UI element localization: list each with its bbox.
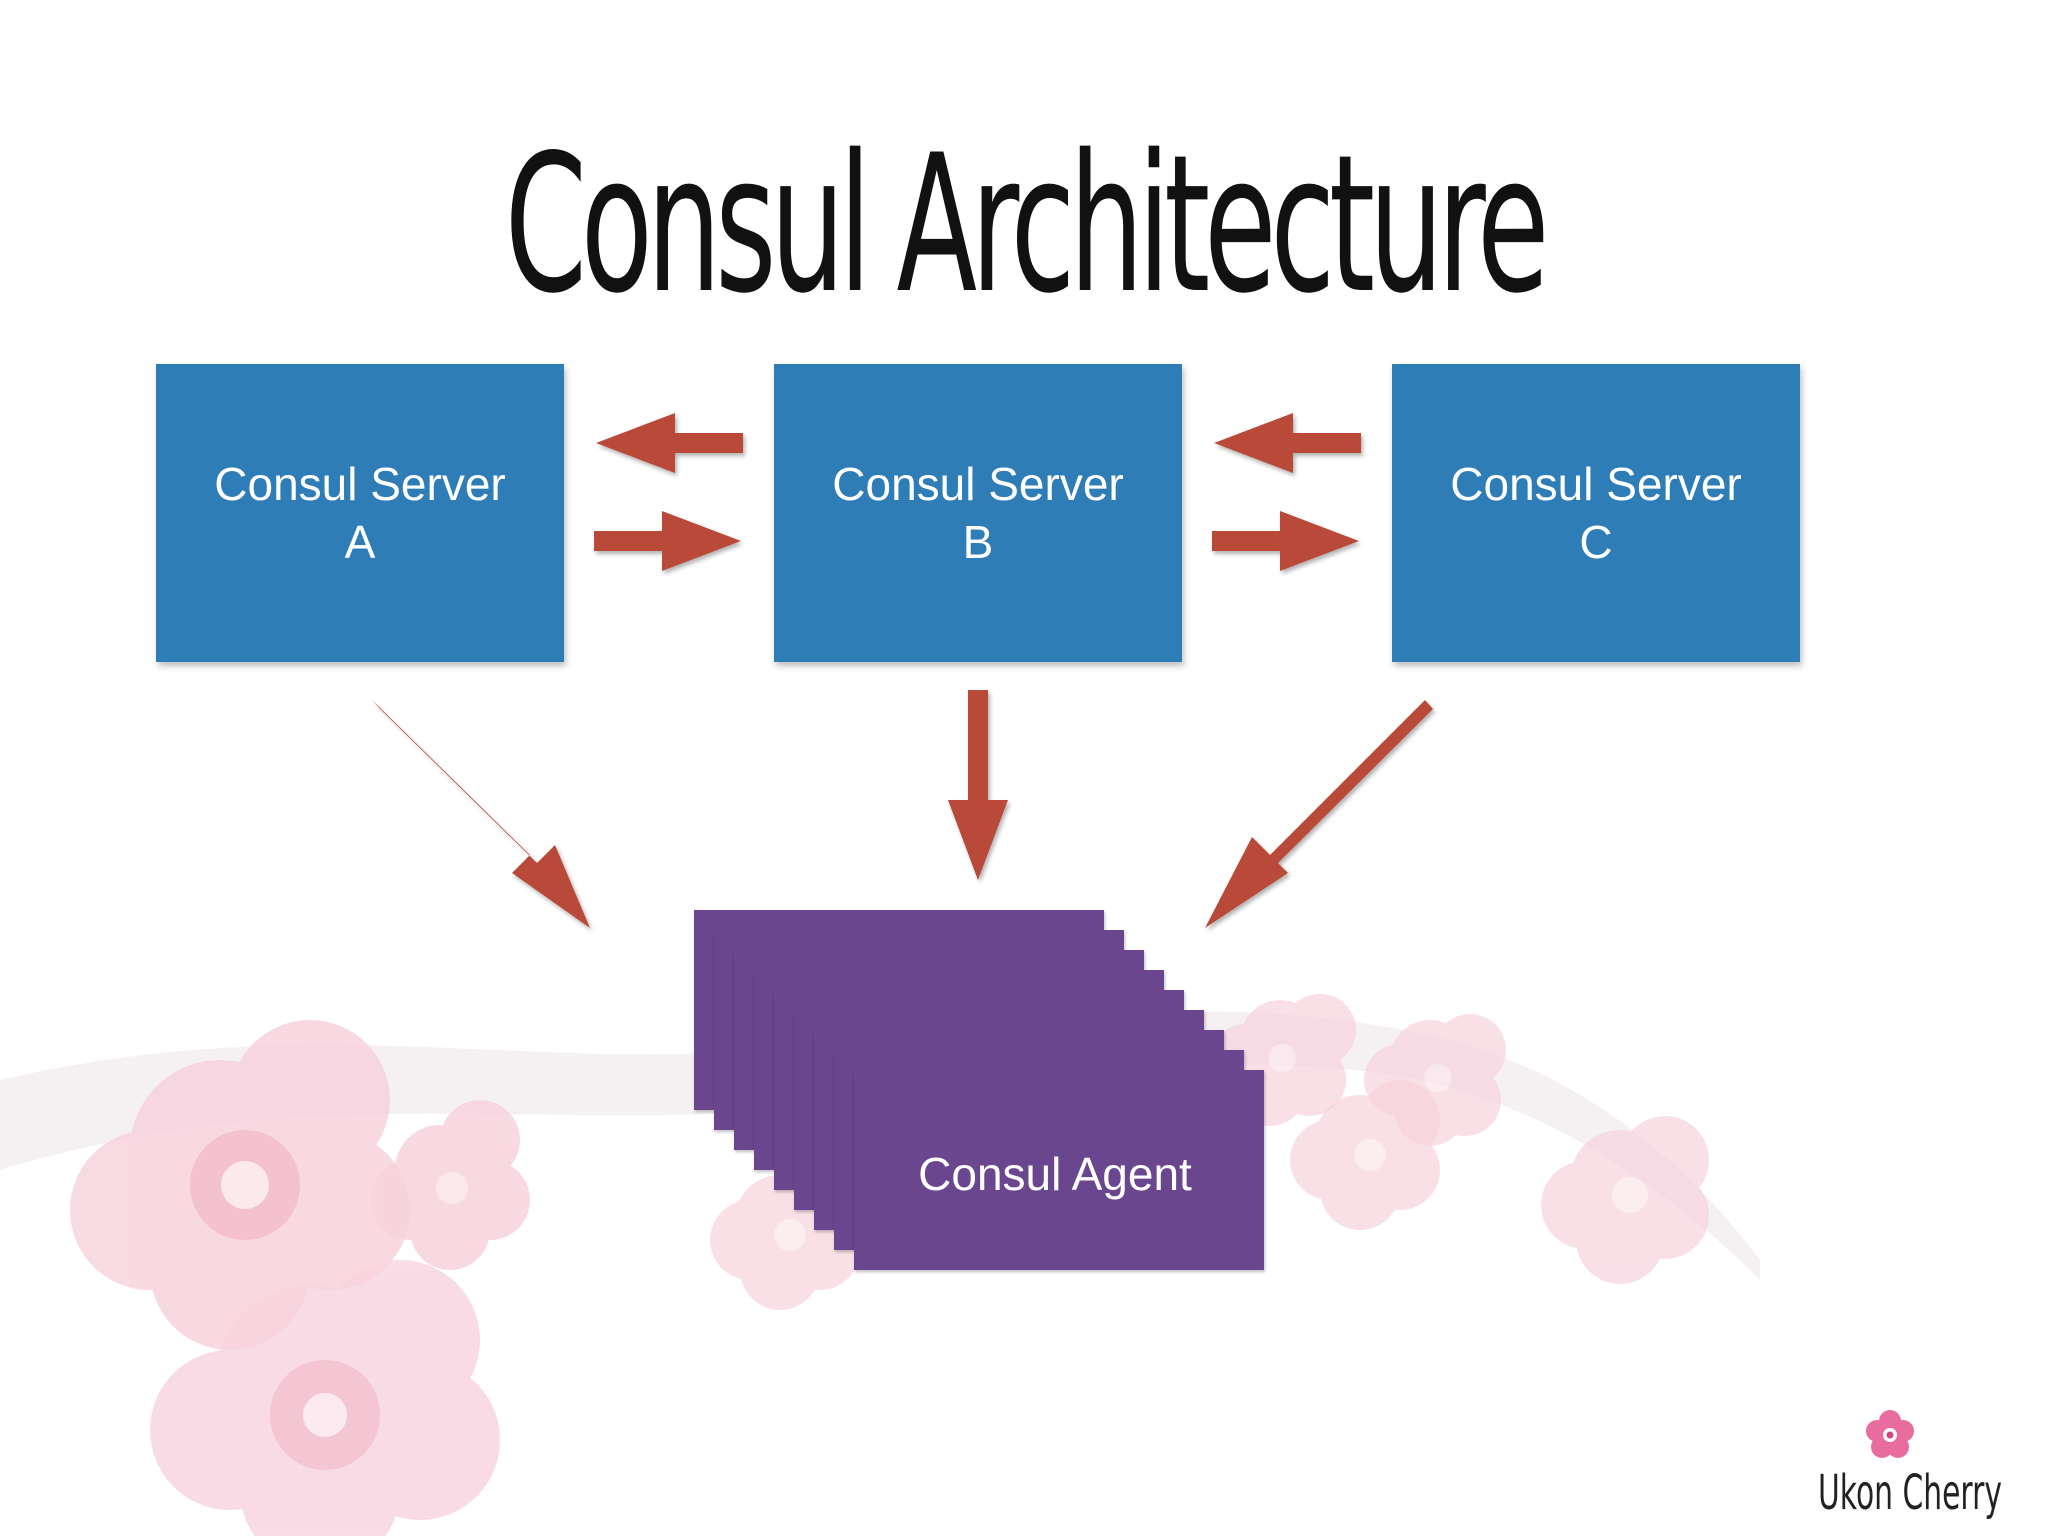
server-c-label: Consul Server [1450, 458, 1742, 510]
server-b-letter: B [962, 516, 994, 568]
blossom-flower-5 [1209, 994, 1356, 1126]
server-b-label: Consul Server [832, 458, 1124, 510]
arrow-b-to-a [596, 413, 743, 473]
server-c-letter: C [1579, 516, 1613, 568]
consul-server-c: Consul Server C [1392, 364, 1800, 662]
blossom-flower-2 [370, 1100, 530, 1270]
consul-agent-label: Consul Agent [918, 1148, 1192, 1200]
arrow-b-to-c [1212, 511, 1359, 571]
arrow-c-to-b [1214, 413, 1361, 473]
server-a-label: Consul Server [214, 458, 506, 510]
server-a-letter: A [344, 516, 376, 568]
ukon-cherry-logo-flower-icon [1866, 1410, 1914, 1458]
ukon-cherry-logo-text: Ukon Cherry [1818, 1465, 2002, 1521]
arrow-a-to-b [594, 511, 741, 571]
arrow-a-to-agent [372, 700, 590, 928]
blossom-flower-8 [1541, 1116, 1709, 1284]
agent-card [854, 1070, 1264, 1270]
consul-server-a: Consul Server A [156, 364, 564, 662]
blossom-flower-7 [1364, 1014, 1506, 1146]
arrow-c-to-agent [1205, 700, 1433, 928]
blossom-flower-3 [150, 1260, 500, 1536]
arrow-b-to-agent [948, 690, 1008, 880]
blossom-flower-1 [70, 1020, 410, 1350]
consul-server-b: Consul Server B [774, 364, 1182, 662]
slide-title: Consul Architecture [504, 114, 1550, 335]
